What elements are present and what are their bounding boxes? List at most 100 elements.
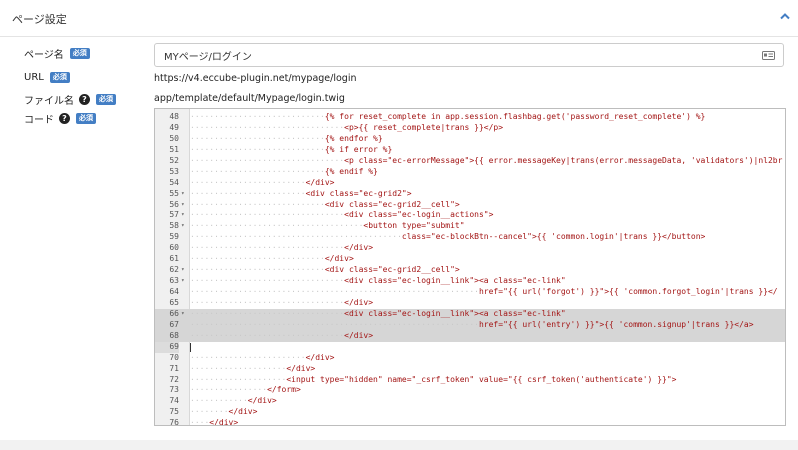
code-line[interactable]: 70························</div> <box>155 353 785 364</box>
code-line[interactable]: 59 ······································… <box>155 232 785 243</box>
code-text: ········································… <box>190 232 705 243</box>
required-badge: 必須 <box>96 94 116 105</box>
code-line[interactable]: 58▾ ····································<… <box>155 221 785 232</box>
code-content: </div> <box>209 418 239 426</box>
code-content: </div> <box>344 330 374 340</box>
url-label-text: URL <box>24 72 44 83</box>
fold-toggle-icon[interactable]: ▾ <box>181 200 185 208</box>
code-line[interactable]: 72····················<input type="hidde… <box>155 375 785 386</box>
question-circle-icon[interactable]: ? <box>59 113 70 124</box>
code-line[interactable]: 68 ································</div> <box>155 330 785 342</box>
question-circle-icon[interactable]: ? <box>79 94 90 105</box>
fold-toggle-icon[interactable]: ▾ <box>181 189 185 197</box>
code-line[interactable]: 74············</div> <box>155 396 785 407</box>
line-number: 58 <box>169 221 179 231</box>
code-line[interactable]: 52 ································<p cla… <box>155 155 785 167</box>
fold-toggle-icon[interactable]: ▾ <box>181 277 185 285</box>
code-line[interactable]: 61 ····························</div> <box>155 254 785 265</box>
code-line[interactable]: 63▾································<div … <box>155 276 785 287</box>
code-line[interactable]: 56▾····························<div clas… <box>155 200 785 211</box>
line-number: 61 <box>169 254 179 264</box>
code-text: ································<p>{{ re… <box>190 123 503 134</box>
code-line[interactable]: 62▾····························<div clas… <box>155 265 785 276</box>
code-text: ································<p class… <box>190 155 785 167</box>
code-line[interactable]: 55▾························<div class="e… <box>155 188 785 200</box>
code-line[interactable]: 67······································… <box>155 319 785 331</box>
line-number: 48 <box>169 112 179 121</box>
indent-guide: ································ <box>190 297 345 307</box>
code-content: {% endif %} <box>324 166 378 176</box>
line-number: 66 <box>169 308 179 318</box>
code-line[interactable]: 49································<p>{{ … <box>155 123 785 134</box>
indent-guide: ···························· <box>190 166 325 176</box>
code-line[interactable]: 64 ······································… <box>155 287 785 298</box>
code-line[interactable]: 66▾································<div … <box>155 308 785 320</box>
code-text: ························</div> <box>190 353 335 364</box>
code-line[interactable]: 69 <box>155 341 785 353</box>
line-number: 69 <box>155 341 179 353</box>
card-header[interactable]: ページ設定 <box>0 0 798 37</box>
code-content: <div class="ec-grid2__cell"> <box>324 265 460 275</box>
code-line[interactable]: 53 ····························{% endif %… <box>155 166 785 178</box>
line-number: 50 <box>169 133 179 143</box>
code-content: </div> <box>344 297 374 307</box>
code-content: </div> <box>228 407 258 417</box>
line-number: 59 <box>169 232 179 242</box>
code-line[interactable]: 60································</div> <box>155 243 785 254</box>
line-number: 76 <box>169 418 179 426</box>
id-card-icon <box>762 51 775 60</box>
indent-guide: ···························· <box>190 112 325 121</box>
code-line[interactable]: 57▾································<div … <box>155 210 785 221</box>
code-content: {% for reset_complete in app.session.fla… <box>324 112 706 121</box>
fold-toggle-icon[interactable]: ▾ <box>181 211 185 219</box>
code-line[interactable]: 65································</div> <box>155 297 785 309</box>
indent-guide: ············ <box>190 396 248 406</box>
code-lines[interactable]: 48····························{% for res… <box>155 112 785 426</box>
indent-guide: ································ <box>190 210 345 220</box>
code-content: class="ec-blockBtn--cancel">{{ 'common.l… <box>401 232 706 242</box>
indent-guide: ················ <box>190 385 268 395</box>
code-text: ····························<div class="… <box>190 200 460 211</box>
code-line[interactable]: 73················</form> <box>155 385 785 396</box>
url-label: URL 必須 <box>24 72 70 83</box>
page-name-input[interactable] <box>154 43 784 67</box>
line-number: 53 <box>169 166 179 176</box>
code-content: <p>{{ reset_complete|trans }}</p> <box>344 122 504 132</box>
fold-toggle-icon[interactable]: ▾ <box>181 222 185 230</box>
indent-guide: ································ <box>190 308 345 318</box>
code-line[interactable]: 51····························{% if erro… <box>155 145 785 156</box>
code-text: ········································… <box>190 287 778 298</box>
file-name-value: app/template/default/Mypage/login.twig <box>154 93 345 104</box>
indent-guide: ········································… <box>190 287 479 296</box>
line-number: 52 <box>169 155 179 165</box>
fold-toggle-icon[interactable]: ▾ <box>181 266 185 274</box>
line-number: 63 <box>169 276 179 286</box>
indent-guide: ···· <box>190 418 210 426</box>
line-number: 64 <box>169 287 179 296</box>
line-number: 55 <box>169 188 179 198</box>
indent-guide: ···························· <box>190 133 325 143</box>
code-text: ····························</div> <box>190 254 354 265</box>
code-line[interactable]: 71····················</div> <box>155 364 785 375</box>
code-text: ························</div> <box>190 178 335 189</box>
code-label: コード ? 必須 <box>24 111 96 126</box>
code-content: <div class="ec-grid2"> <box>305 188 412 198</box>
chevron-up-icon[interactable] <box>780 12 790 20</box>
fold-toggle-icon[interactable]: ▾ <box>181 309 185 317</box>
code-line[interactable]: 54························</div> <box>155 178 785 189</box>
code-line[interactable]: 76 ····</div> <box>155 418 785 426</box>
code-content: {% endfor %} <box>324 133 383 143</box>
code-text: ····················<input type="hidden"… <box>190 375 676 386</box>
indent-guide: ································ <box>190 155 345 165</box>
code-line[interactable]: 50 ····························{% endfor … <box>155 133 785 145</box>
code-editor[interactable]: 48····························{% for res… <box>154 108 786 426</box>
code-line[interactable]: 75········</div> <box>155 407 785 418</box>
code-line[interactable]: 48 ····························{% for res… <box>155 112 785 123</box>
code-text: ····································<but… <box>190 221 465 232</box>
line-number: 68 <box>169 330 179 340</box>
code-content: href="{{ url('entry') }}">{{ 'common.sig… <box>478 319 754 329</box>
code-text: ····</div> <box>190 418 239 426</box>
line-number: 73 <box>169 385 179 395</box>
indent-guide: ································ <box>190 330 345 340</box>
indent-guide: ························ <box>190 177 306 187</box>
